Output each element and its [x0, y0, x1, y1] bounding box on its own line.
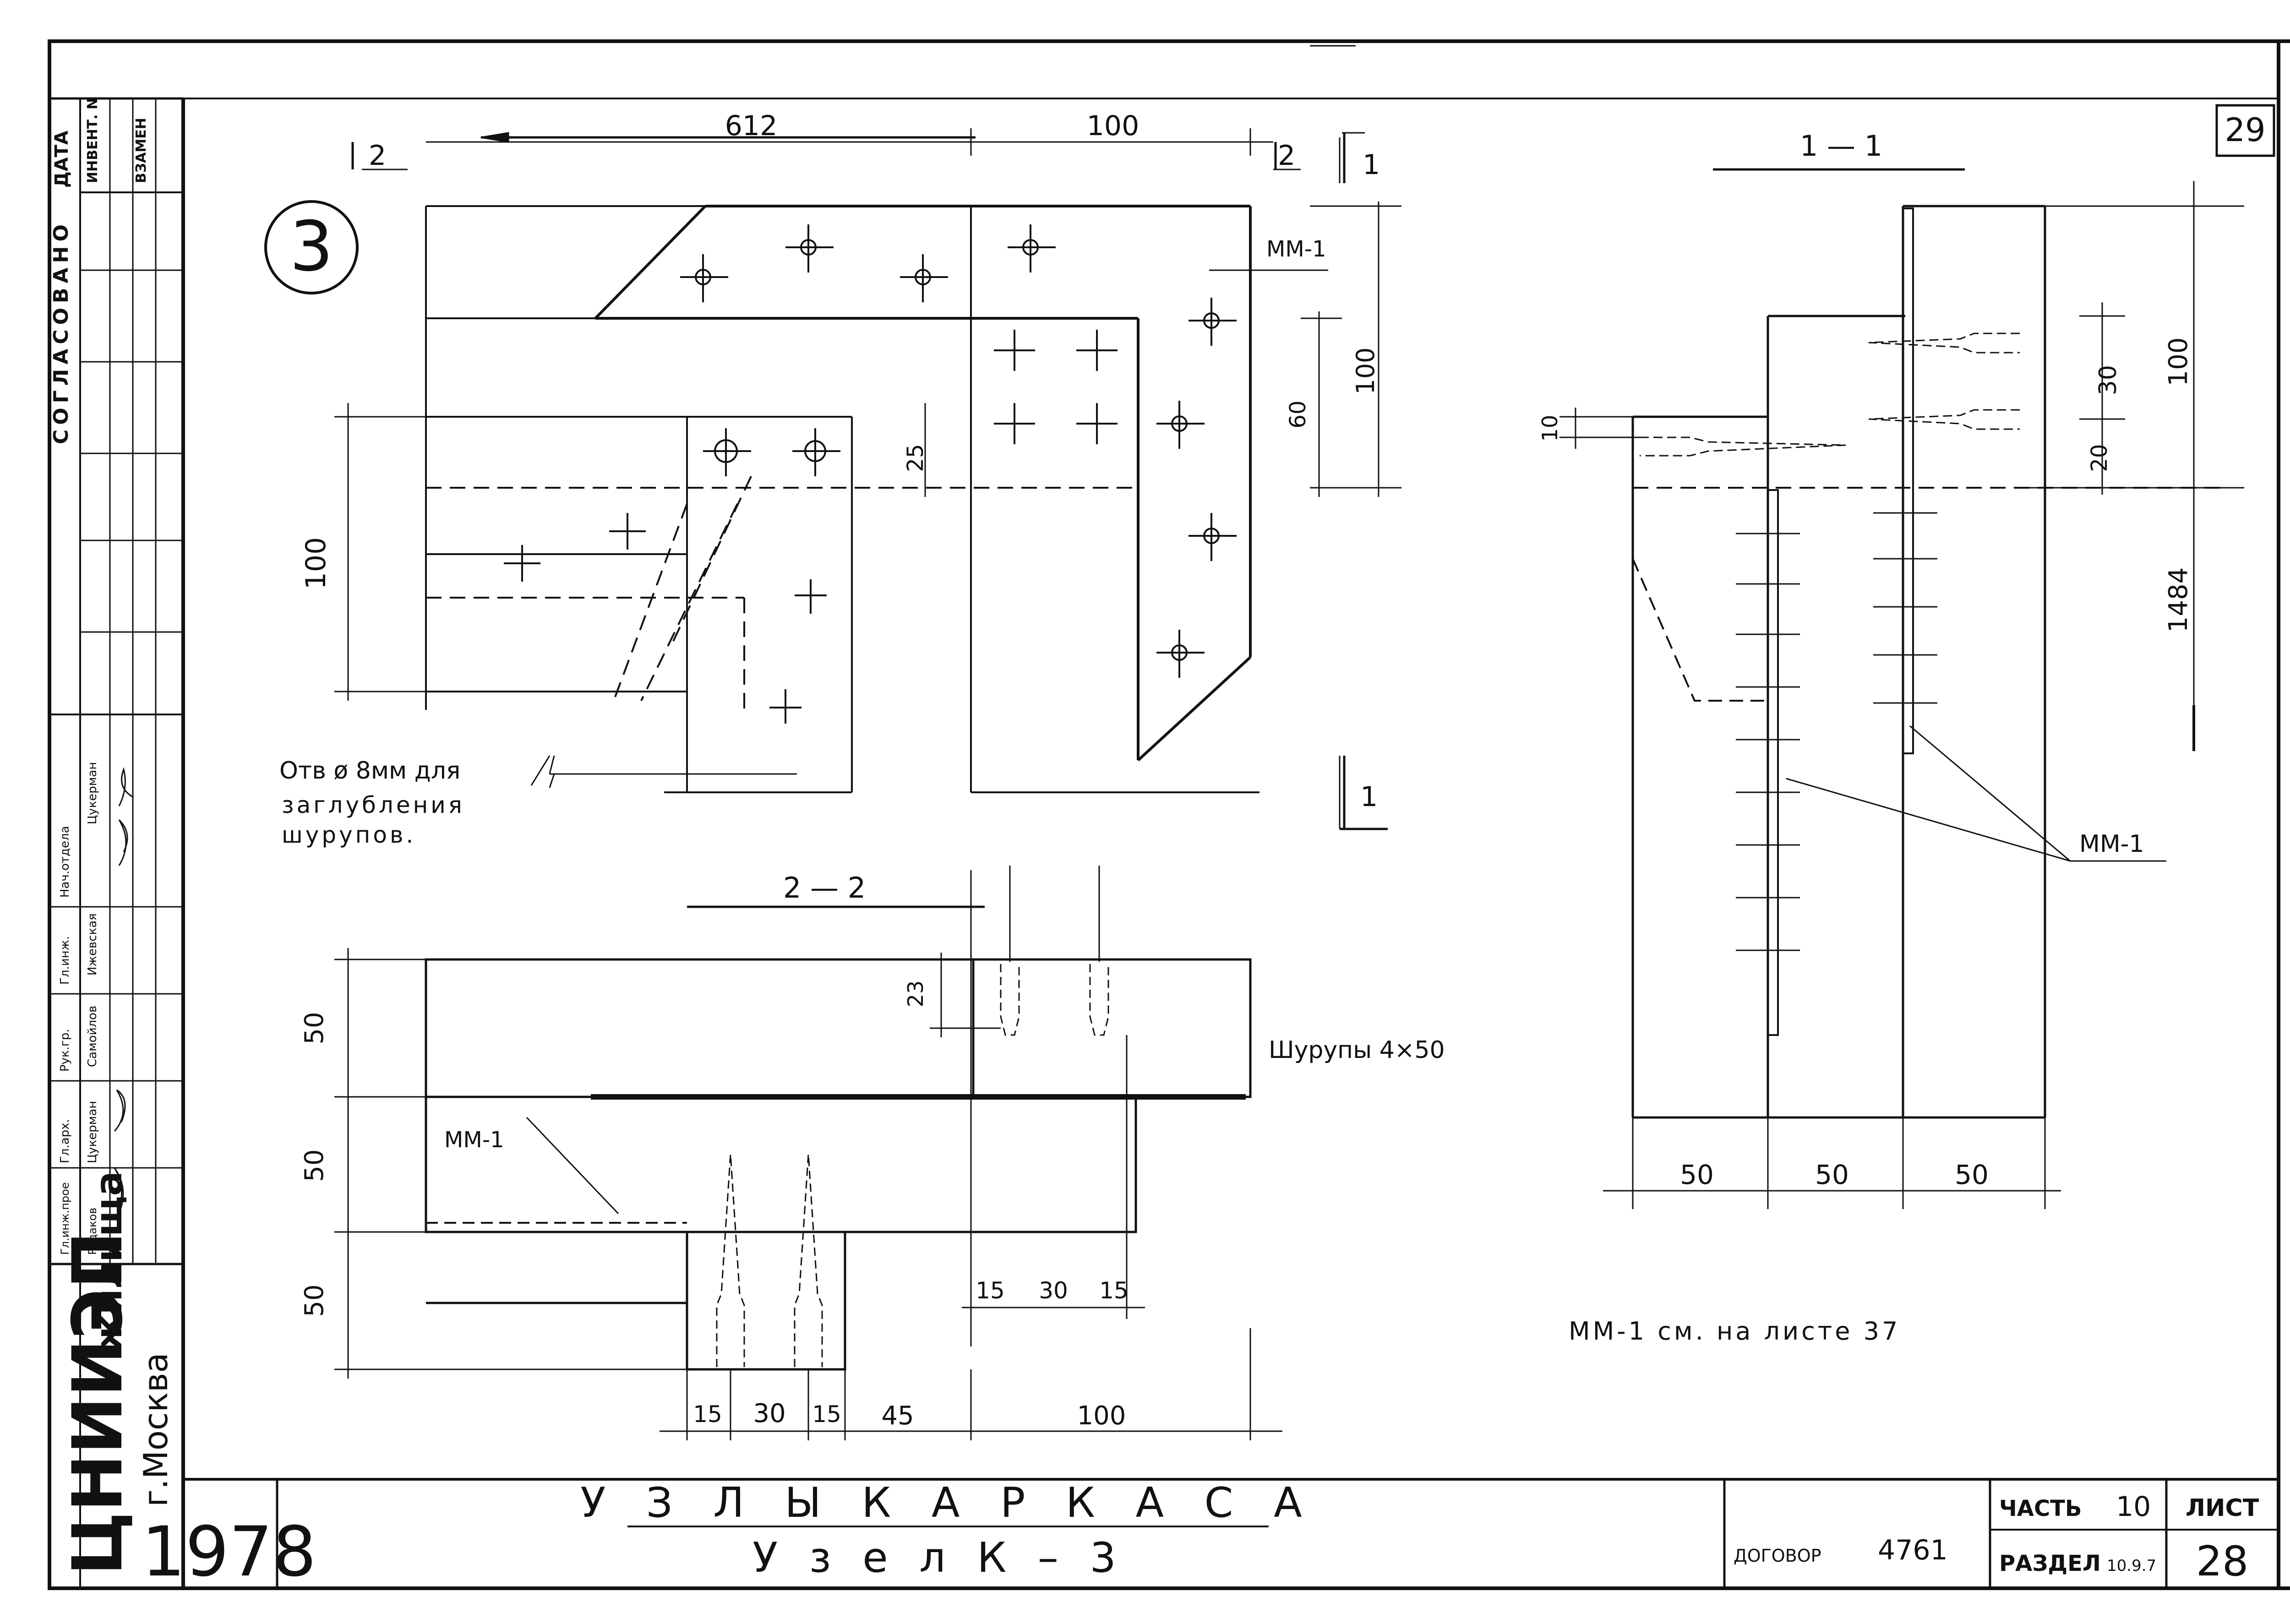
contract-number: 4761 [1878, 1534, 1948, 1566]
date-header: ДАТА [51, 131, 72, 188]
dim-2-2-bot-100: 100 [1077, 1401, 1126, 1431]
label-mm1-1-1: ММ-1 [2079, 830, 2144, 858]
sheet-frame [48, 39, 2290, 1590]
stamp-name-5: Рудаков [86, 1208, 99, 1255]
year: 1978 [142, 1512, 316, 1592]
note-holes-line3: шурупов. [282, 822, 416, 848]
screws-label: Шурупы 4×50 [1269, 1036, 1445, 1064]
dim-1-1-w2: 50 [1815, 1159, 1849, 1190]
section-1-1-title: 1 — 1 [1800, 129, 1882, 163]
stamp-name-3: Самойлов [86, 1006, 99, 1067]
dim-1-1-100: 100 [2164, 338, 2193, 387]
dim-2-2-top-30: 30 [1039, 1277, 1068, 1304]
dim-2-2-h1: 50 [300, 1012, 329, 1044]
contract-label: ДОГОВОР [1734, 1546, 1821, 1566]
title-block: 1978 У З Л Ы К А Р К А С А У з е л К – 3… [142, 1478, 2279, 1592]
dim-1-1-30: 30 [2094, 365, 2122, 395]
detail-number: 3 [289, 207, 333, 287]
section-label: РАЗДЕЛ [1999, 1551, 2101, 1576]
dim-1-1-w3: 50 [1955, 1159, 1989, 1190]
dim-1-1-w1: 50 [1680, 1159, 1714, 1190]
section-mark-2-left: 2 [369, 140, 386, 172]
dim-2-2-bot-30: 30 [753, 1399, 785, 1428]
sheet-value: 28 [2196, 1537, 2249, 1586]
dim-25: 25 [903, 444, 928, 472]
dim-612: 612 [725, 110, 778, 142]
section-value: 10.9.7 [2107, 1557, 2156, 1575]
signature-1 [118, 767, 133, 866]
note-holes-line1: Отв ø 8мм для [279, 757, 460, 785]
org-city: г.Москва [136, 1352, 175, 1507]
note-holes-line2: заглубления [282, 792, 465, 818]
dim-2-2-bot-15b: 15 [812, 1401, 841, 1428]
part-value: 10 [2116, 1491, 2151, 1523]
page-number: 29 [2225, 111, 2265, 149]
approval-header: СОГЛАСОВАНО [49, 220, 73, 444]
org-suffix: жилища [87, 1171, 130, 1351]
section-mark-1-bottom: 1 [1360, 781, 1378, 813]
dim-2-2-top-15a: 15 [976, 1277, 1005, 1304]
dim-2-2-bot-45: 45 [881, 1401, 914, 1431]
dim-2-2-depth: 23 [903, 981, 928, 1008]
stamp-role-3: Рук.гр. [58, 1029, 72, 1072]
dim-1-1-10: 10 [1538, 415, 1562, 442]
dim-2-2-h2: 50 [300, 1149, 329, 1182]
page-number-box: 29 [2215, 104, 2275, 157]
stamp-role-4: Гл.арх. [58, 1119, 72, 1163]
dim-1-1-20: 20 [2087, 444, 2112, 472]
signature-2 [114, 1089, 126, 1219]
dim-1-1-1484: 1484 [2164, 567, 2193, 633]
label-mm1-2-2: ММ-1 [444, 1127, 504, 1153]
section-mark-2-right: 2 [1278, 140, 1295, 172]
stamp-name-2: Ижевская [86, 913, 99, 975]
dim-100-top: 100 [1087, 110, 1140, 142]
plan-view: 612 100 2 2 1 1 100 60 25 100 ММ-1 Отв ø… [279, 45, 1401, 848]
inventory-header: ИНВЕНТ. N [85, 98, 101, 183]
stamp-role-2: Гл.инж. [58, 936, 72, 985]
section-2-2-title: 2 — 2 [783, 871, 866, 905]
title-line-2: У з е л К – 3 [752, 1534, 1125, 1582]
stamp-name-1: Цукерман [86, 762, 99, 824]
dim-60: 60 [1285, 400, 1311, 428]
section-2-2: 2 — 2 [300, 866, 1445, 1440]
stamp-name-4: Цукерман [86, 1101, 99, 1163]
title-line-1: У З Л Ы К А Р К А С А [580, 1479, 1315, 1527]
dim-100-left: 100 [300, 537, 332, 590]
detail-marker: 3 [264, 200, 359, 294]
dim-100-right: 100 [1351, 347, 1380, 394]
left-stamp: СОГЛАСОВАНО ДАТА ИНВЕНТ. N ВЗАМЕН Нач.от… [49, 97, 183, 1587]
section-mark-1-top: 1 [1363, 149, 1380, 181]
part-label: ЧАСТЬ [1999, 1496, 2082, 1521]
stamp-role-1: Нач.отдела [58, 826, 72, 898]
section-1-1: 1 — 1 [1538, 129, 2244, 1346]
replace-header: ВЗАМЕН [133, 118, 149, 183]
sheet-label: ЛИСТ [2186, 1494, 2259, 1522]
stamp-role-5: Гл.инж.прое [59, 1182, 71, 1255]
label-mm1-plan: ММ-1 [1266, 236, 1326, 262]
dim-2-2-bot-15a: 15 [693, 1401, 722, 1428]
dim-2-2-h3: 50 [300, 1284, 329, 1317]
org-name: ЦНИИЭП [58, 1232, 138, 1575]
mm1-note: ММ-1 см. на листе 37 [1569, 1317, 1900, 1346]
dim-2-2-top-15b: 15 [1099, 1277, 1129, 1304]
